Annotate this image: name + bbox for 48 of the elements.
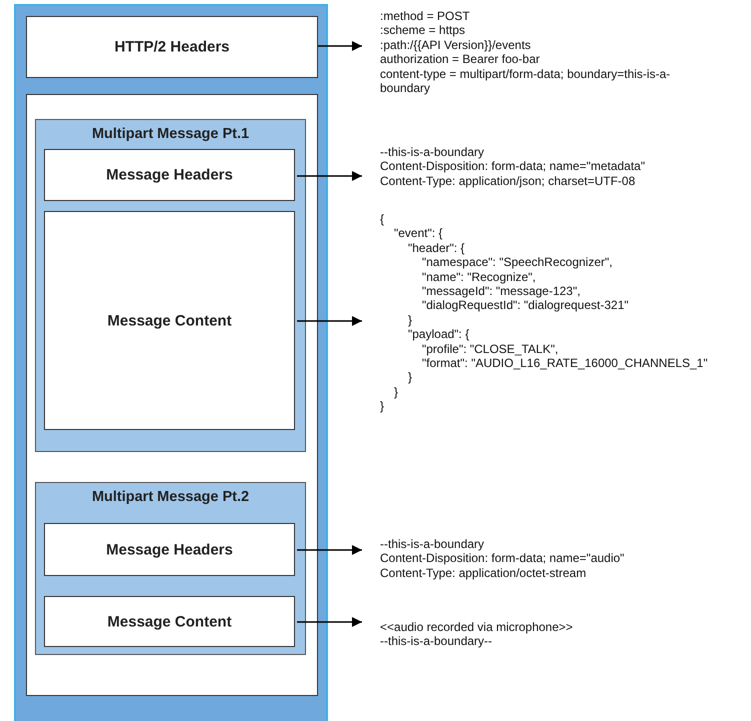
section-title: HTTP/2 Headers bbox=[113, 38, 231, 56]
arrow bbox=[297, 171, 362, 181]
code-line: --this-is-a-boundary-- bbox=[380, 634, 494, 649]
arrow bbox=[318, 41, 362, 51]
section-box bbox=[44, 596, 295, 647]
code-line: Content-Type: application/json; charset=UTF-08 bbox=[380, 174, 636, 188]
code-line: :path:/{{API Version}}/events bbox=[380, 38, 532, 52]
section-box bbox=[44, 523, 295, 576]
code-line: "format": "AUDIO_L16_RATE_16000_CHANNELS_1" bbox=[421, 356, 709, 370]
code-line: "messageId": "message-123", bbox=[421, 284, 582, 298]
section-title: Message Headers bbox=[105, 166, 234, 184]
code-line: "payload": { bbox=[407, 327, 470, 342]
code-line: :method = POST bbox=[380, 9, 471, 24]
code-line: Content-Disposition: form-data; name="metadata" bbox=[380, 159, 646, 174]
code-line: "profile": "CLOSE_TALK", bbox=[421, 342, 560, 356]
group-box bbox=[35, 119, 306, 452]
section-title: Message Content bbox=[106, 613, 233, 630]
group-title: Multipart Message Pt.1 bbox=[90, 126, 250, 142]
arrow bbox=[297, 316, 362, 326]
code-line: Content-Disposition: form-data; name="audio" bbox=[380, 551, 626, 566]
container-box bbox=[14, 4, 328, 721]
code-line: "dialogRequestId": "dialogrequest-321" bbox=[421, 298, 630, 313]
section-box bbox=[26, 94, 318, 696]
code-line: Content-Type: application/octet-stream bbox=[380, 566, 588, 580]
code-line: "header": { bbox=[407, 240, 466, 256]
code-line: <<audio recorded via microphone>> bbox=[380, 620, 574, 634]
section-title: Message Content bbox=[106, 312, 233, 329]
code-line: content-type = multipart/form-data; boundary=this-is-a-boundary bbox=[380, 66, 672, 96]
group-title: Multipart Message Pt.2 bbox=[90, 489, 250, 505]
code-line: } bbox=[380, 399, 386, 414]
code-line: "namespace": "SpeechRecognizer", bbox=[421, 255, 614, 270]
code-line: "event": { bbox=[393, 226, 444, 241]
arrow bbox=[297, 617, 362, 627]
group-box bbox=[35, 482, 306, 655]
code-line: { bbox=[380, 212, 386, 226]
code-line: } bbox=[407, 370, 414, 385]
code-line: } bbox=[393, 384, 400, 400]
code-line: --this-is-a-boundary bbox=[380, 145, 486, 160]
code-line: } bbox=[407, 312, 414, 328]
code-line: "name": "Recognize", bbox=[421, 270, 537, 284]
section-title: Message Headers bbox=[105, 541, 234, 558]
code-line: authorization = Bearer foo-bar bbox=[380, 52, 541, 67]
section-box bbox=[44, 211, 295, 430]
code-line: :scheme = https bbox=[380, 23, 466, 38]
section-box bbox=[26, 16, 318, 78]
code-line: --this-is-a-boundary bbox=[380, 537, 486, 552]
section-box bbox=[44, 149, 295, 201]
arrow bbox=[297, 545, 362, 555]
